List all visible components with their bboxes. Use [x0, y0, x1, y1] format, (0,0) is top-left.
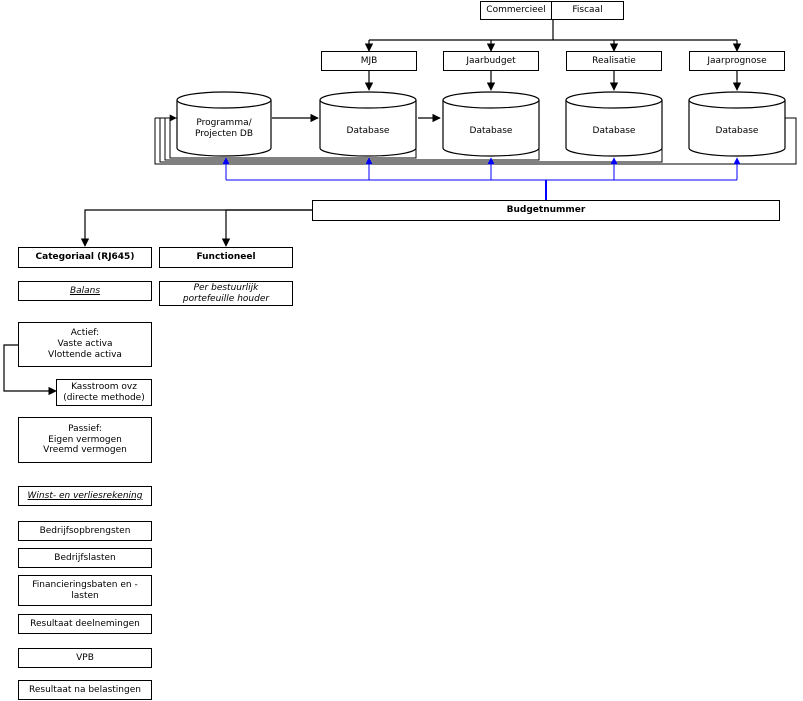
passief-line: Eigen vermogen [48, 434, 122, 445]
commercieel-label: Commercieel [486, 5, 546, 16]
phase-box-jaarprognose: Jaarprognose [689, 51, 785, 71]
phase-label: Realisatie [592, 55, 636, 66]
item-box: Resultaat deelnemingen [18, 614, 152, 634]
fiscaal-box: Fiscaal [551, 1, 624, 20]
source-db-line1: Programma/ [196, 118, 252, 129]
passief-title: Passief: [68, 423, 102, 434]
feedback-lines [154, 114, 797, 165]
db-cylinder-1 [319, 91, 417, 157]
db-source-cylinder [176, 91, 272, 157]
item-label: VPB [76, 652, 94, 663]
phase-box-realisatie: Realisatie [566, 51, 662, 71]
actief-box: Actief: Vaste activa Vlottende activa [18, 322, 152, 367]
item-box: Bedrijfslasten [18, 548, 152, 568]
database-label: Database [469, 125, 513, 136]
winst-verlies-label: Winst- en verliesrekening [27, 490, 143, 501]
item-label: Financieringsbaten en -lasten [32, 579, 138, 601]
source-db-line2: Projecten DB [195, 129, 253, 139]
db-cylinder-3 [565, 91, 663, 157]
actief-title: Actief: [70, 328, 100, 339]
budgetnummer-box: Budgetnummer [312, 200, 780, 221]
item-box: Resultaat na belastingen [18, 680, 152, 700]
commercieel-box: Commercieel [480, 1, 552, 20]
functioneel-header: Functioneel [159, 247, 293, 268]
passief-line: Vreemd vermogen [43, 445, 127, 456]
winst-verlies-box: Winst- en verliesrekening [18, 486, 152, 506]
budgetnummer-label: Budgetnummer [506, 205, 586, 216]
database-label: Database [592, 125, 636, 136]
db-cylinder-4 [688, 91, 786, 157]
top-distribution-lines [272, 20, 742, 123]
kasstroom-box: Kasstroom ovz (directe methode) [56, 379, 152, 406]
functioneel-sub-line: portefeuille houder [182, 293, 270, 304]
balans-box: Balans [18, 281, 152, 301]
fiscaal-label: Fiscaal [572, 5, 603, 16]
actief-line: Vlottende activa [48, 349, 122, 360]
db-cylinder-2 [442, 91, 540, 157]
phase-label: MJB [360, 55, 378, 66]
functioneel-label: Functioneel [196, 252, 256, 263]
phase-label: Jaarbudget [466, 55, 516, 66]
categoriaal-header: Categoriaal (RJ645) [18, 247, 152, 268]
item-box: Financieringsbaten en -lasten [18, 575, 152, 606]
budgetnummer-links [222, 157, 741, 200]
database-label: Database [715, 125, 759, 136]
item-label: Bedrijfsopbrengsten [39, 525, 131, 536]
balans-label: Balans [69, 285, 101, 296]
functioneel-sub-line: Per bestuurlijk [193, 282, 259, 293]
functioneel-sub-box: Per bestuurlijk portefeuille houder [159, 281, 293, 306]
source-db-label: Programma/ Projecten DB [177, 114, 271, 144]
phase-box-jaarbudget: Jaarbudget [443, 51, 539, 71]
item-label: Bedrijfslasten [54, 552, 116, 563]
phase-label: Jaarprognose [707, 55, 767, 66]
actief-line: Vaste activa [57, 339, 113, 350]
passief-box: Passief: Eigen vermogen Vreemd vermogen [18, 417, 152, 463]
item-box: Bedrijfsopbrengsten [18, 521, 152, 541]
item-label: Resultaat na belastingen [29, 684, 141, 695]
kasstroom-line: Kasstroom ovz [71, 381, 137, 392]
item-label: Resultaat deelnemingen [30, 618, 140, 629]
database-label: Database [346, 125, 390, 136]
kasstroom-line: (directe methode) [63, 392, 145, 403]
phase-box-mjb: MJB [321, 51, 417, 71]
categoriaal-label: Categoriaal (RJ645) [35, 252, 135, 263]
classification-branches [3, 209, 312, 396]
item-box: VPB [18, 648, 152, 668]
